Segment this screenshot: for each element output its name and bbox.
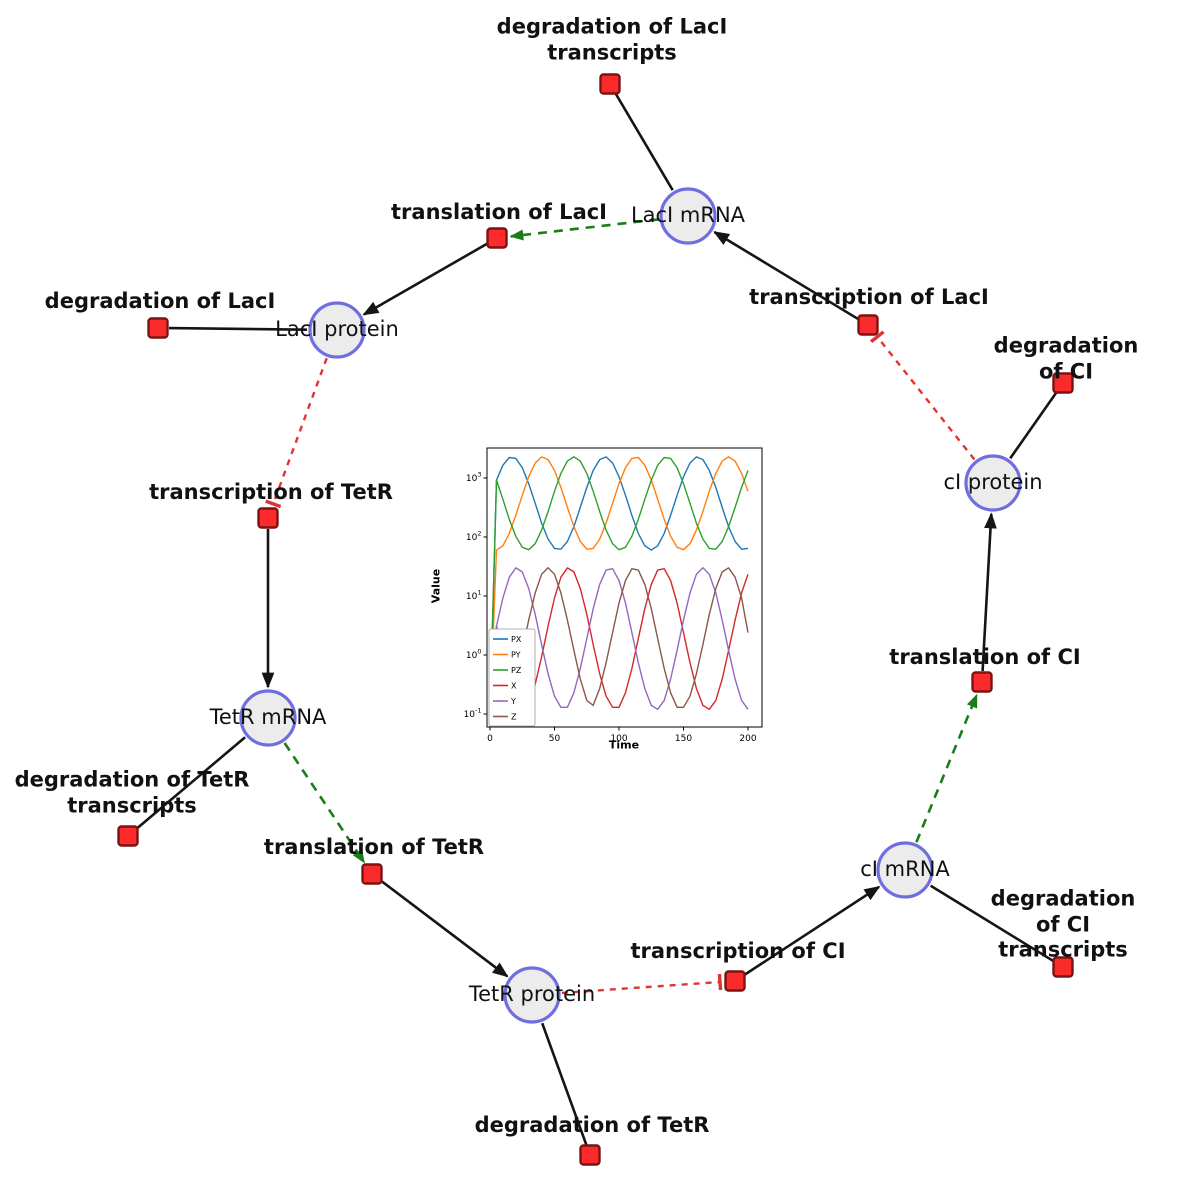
edge-consumption-ci-mrna-to-deg-ci-tx bbox=[929, 884, 1055, 963]
reaction-node-deg-tetr bbox=[579, 1144, 601, 1166]
legend-label-PY: PY bbox=[511, 651, 521, 660]
y-tick-label: 10-1 bbox=[464, 707, 482, 721]
series-line-PZ bbox=[489, 456, 749, 715]
series-line-PX bbox=[489, 456, 749, 715]
y-tick-label: 102 bbox=[466, 530, 482, 544]
edge-modifier-laci-mrna-to-transl-laci bbox=[509, 218, 659, 241]
y-tick-label: 101 bbox=[466, 589, 482, 603]
edge-modifier-ci-mrna-to-transl-ci bbox=[915, 693, 978, 843]
species-node-laci-protein bbox=[308, 301, 366, 359]
edge-production-txn-laci-to-laci-mrna bbox=[713, 230, 860, 321]
species-node-tetr-protein bbox=[503, 966, 561, 1024]
edge-production-transl-laci-to-laci-protein bbox=[362, 242, 489, 316]
reaction-node-deg-tetr-tx bbox=[117, 825, 139, 847]
edge-inhibition-tetr-protein-to-txn-ci bbox=[561, 973, 723, 995]
x-tick-label: 200 bbox=[739, 734, 756, 744]
edge-inhibition-laci-protein-to-txn-tetr bbox=[265, 357, 328, 509]
x-tick-label: 100 bbox=[610, 734, 627, 744]
y-tick-label: 103 bbox=[466, 471, 482, 485]
edge-modifier-tetr-mrna-to-transl-tetr bbox=[283, 742, 366, 864]
chart-x-axis-label: Time bbox=[608, 738, 640, 752]
legend-label-X: X bbox=[511, 682, 517, 691]
edge-consumption-laci-mrna-to-deg-laci-tx bbox=[614, 92, 674, 191]
reaction-node-transl-tetr bbox=[361, 863, 383, 885]
y-tick-label: 100 bbox=[466, 648, 482, 662]
reaction-node-deg-ci-tx bbox=[1052, 956, 1074, 978]
reaction-node-deg-laci bbox=[147, 317, 169, 339]
series-line-Z bbox=[489, 566, 749, 715]
edge-consumption-laci-protein-to-deg-laci bbox=[168, 326, 308, 331]
reaction-node-txn-laci bbox=[857, 314, 879, 336]
chart-canvas: 10-1 100 101 102 103 0 50 100 150 200 PX PY PZ XYZ bbox=[464, 447, 763, 744]
legend-label-Y: Y bbox=[510, 697, 516, 706]
x-tick-label: 50 bbox=[549, 734, 561, 744]
series-line-PY bbox=[489, 456, 749, 715]
x-tick-label: 150 bbox=[675, 734, 692, 744]
species-node-ci-mrna bbox=[876, 841, 934, 899]
edge-production-txn-ci-to-ci-mrna bbox=[743, 885, 881, 977]
series-line-Y bbox=[489, 566, 749, 715]
edge-consumption-ci-protein-to-deg-ci bbox=[1009, 391, 1058, 460]
reaction-node-txn-ci bbox=[724, 970, 746, 992]
edge-production-transl-ci-to-ci-protein bbox=[981, 512, 997, 672]
edge-production-transl-tetr-to-tetr-protein bbox=[380, 879, 509, 978]
reaction-node-transl-laci bbox=[486, 227, 508, 249]
edges-layer bbox=[135, 92, 1058, 1146]
legend-label-Z: Z bbox=[511, 713, 517, 722]
reaction-node-transl-ci bbox=[971, 671, 993, 693]
edge-consumption-tetr-protein-to-deg-tetr bbox=[540, 1022, 588, 1146]
reaction-node-deg-laci-tx bbox=[599, 73, 621, 95]
edge-inhibition-ci-protein-to-txn-laci bbox=[869, 330, 976, 461]
x-tick-label: 0 bbox=[487, 734, 493, 744]
species-node-laci-mrna bbox=[659, 187, 717, 245]
chart-y-axis-label: Value bbox=[429, 568, 443, 604]
legend-label-PZ: PZ bbox=[511, 666, 522, 675]
legend-label-PX: PX bbox=[511, 635, 522, 644]
nodes-layer bbox=[117, 73, 1074, 1166]
edge-consumption-tetr-mrna-to-deg-tetr-tx bbox=[135, 736, 246, 830]
species-node-tetr-mrna bbox=[239, 689, 297, 747]
reaction-node-txn-tetr bbox=[257, 507, 279, 529]
species-node-ci-protein bbox=[964, 454, 1022, 512]
reaction-node-deg-ci bbox=[1052, 372, 1074, 394]
